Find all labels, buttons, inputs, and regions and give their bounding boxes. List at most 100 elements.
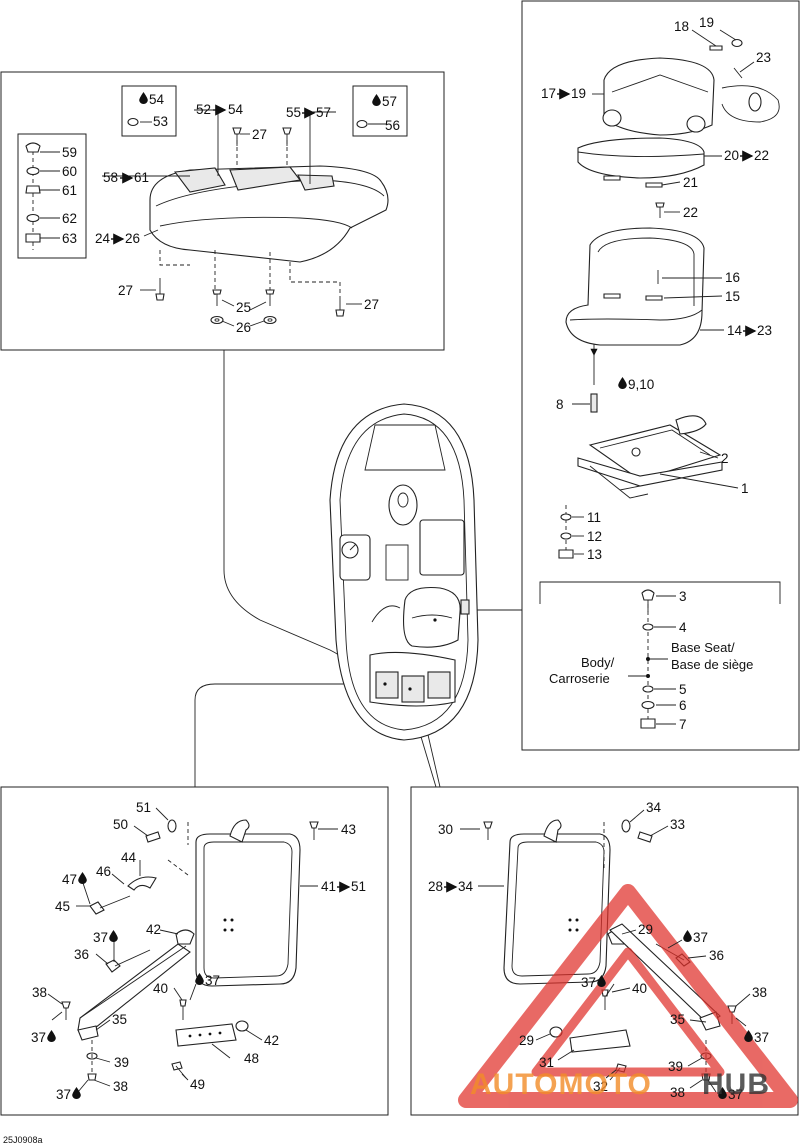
callout-9-10: 9,10 — [628, 377, 654, 392]
body-label-en: Body/ — [581, 655, 615, 670]
callout-31: 31 — [539, 1055, 554, 1070]
callout-47: 47 — [62, 872, 77, 887]
callout-28-to: 34 — [458, 879, 474, 894]
right-backrest-hardware — [483, 819, 737, 1081]
bottom-hardware — [155, 278, 345, 325]
callout-16: 16 — [725, 270, 740, 285]
callout-50: 50 — [113, 817, 128, 832]
callout-8: 8 — [556, 397, 564, 412]
left-backrest-labels: 51 50 43 44 46 47 45 41 51 42 37 36 40 3… — [31, 800, 366, 1102]
seat-base-panel — [521, 0, 800, 751]
base-seat-label-en: Base Seat/ — [671, 640, 735, 655]
callout-37-d: 37 — [56, 1087, 71, 1102]
callout-32: 32 — [593, 1079, 608, 1094]
seat-cushion-bottom — [577, 137, 705, 218]
callout-35: 35 — [112, 1012, 127, 1027]
body-label-fr: Carroserie — [549, 671, 610, 686]
callout-36: 36 — [74, 947, 89, 962]
watermark-word-1: AUTOMOTO — [470, 1068, 652, 1101]
left-backrest — [167, 819, 301, 987]
callout-4: 4 — [679, 620, 687, 635]
callout-41: 41 — [321, 879, 336, 894]
callout-49: 49 — [190, 1077, 205, 1092]
callout-44: 44 — [121, 850, 137, 865]
callout-36-right: 36 — [709, 948, 724, 963]
callout-23: 23 — [756, 50, 771, 65]
callout-52-to: 54 — [228, 102, 244, 117]
callout-46: 46 — [96, 864, 111, 879]
callout-59: 59 — [62, 145, 77, 160]
callout-55: 55 — [286, 105, 301, 120]
callout-58: 58 — [103, 170, 118, 185]
callout-38-right-top: 38 — [752, 985, 767, 1000]
right-backrest-labels: 34 30 33 28 34 29 37 36 37 40 38 35 37 2… — [428, 800, 769, 1102]
callout-18: 18 — [674, 19, 689, 34]
hardware-box-59-63 — [17, 133, 87, 259]
callout-35-right: 35 — [670, 1012, 685, 1027]
callout-53: 53 — [153, 114, 168, 129]
callout-37-c: 37 — [31, 1030, 46, 1045]
callout-20: 20 — [724, 148, 739, 163]
callout-25: 25 — [236, 300, 251, 315]
left-backrest-hardware — [61, 819, 319, 1081]
seat-cushion-top — [602, 38, 780, 136]
rear-bench-assembly — [149, 140, 389, 296]
reference-code: 25J0908a — [3, 1135, 43, 1145]
nut-56 — [356, 119, 368, 129]
rear-bench-panel — [0, 71, 445, 351]
right-backrest — [503, 819, 611, 985]
callout-29-top: 29 — [638, 922, 653, 937]
callout-14-to: 23 — [757, 323, 772, 338]
callout-40: 40 — [153, 981, 168, 996]
callout-22: 22 — [683, 205, 698, 220]
slide-rail-assembly — [577, 393, 723, 499]
callout-39: 39 — [114, 1055, 129, 1070]
callout-37-h: 37 — [728, 1087, 743, 1102]
callout-42-top: 42 — [146, 922, 161, 937]
callout-57: 57 — [382, 94, 397, 109]
hardware-stack-59-63 — [25, 142, 41, 250]
callout-51: 51 — [136, 800, 151, 815]
callout-45: 45 — [55, 899, 70, 914]
callout-11: 11 — [587, 510, 601, 525]
callout-41-to: 51 — [351, 879, 366, 894]
seat-base-labels: 18 19 23 17 19 20 22 21 22 16 15 14 23 8… — [541, 15, 772, 732]
callout-21: 21 — [683, 175, 698, 190]
callout-62: 62 — [62, 211, 77, 226]
callout-37-b: 37 — [205, 973, 220, 988]
callout-56: 56 — [385, 118, 400, 133]
callout-37-e: 37 — [693, 930, 708, 945]
callout-39-right: 39 — [668, 1059, 683, 1074]
hardware-stack-3-7 — [640, 589, 656, 729]
callout-37-f: 37 — [581, 975, 596, 990]
bolt-27-top — [232, 127, 292, 146]
callout-63: 63 — [62, 231, 77, 246]
callout-29-bottom: 29 — [519, 1033, 534, 1048]
callout-3: 3 — [679, 589, 687, 604]
rail-hardware-11-13 — [558, 505, 574, 560]
nut-53 — [127, 117, 139, 127]
callout-17: 17 — [541, 86, 556, 101]
callout-38-bottom: 38 — [113, 1079, 128, 1094]
callout-15: 15 — [725, 289, 740, 304]
watermark-logo — [458, 884, 798, 1108]
callout-26: 26 — [236, 320, 251, 335]
callout-6: 6 — [679, 698, 687, 713]
callout-20-to: 22 — [754, 148, 769, 163]
callout-2: 2 — [721, 451, 729, 466]
callout-24-to: 26 — [125, 231, 140, 246]
callout-19: 19 — [699, 15, 714, 30]
left-backrest-panel — [0, 786, 389, 1116]
callout-13: 13 — [587, 547, 602, 562]
hardware-box-53-54 — [121, 85, 177, 137]
callout-7: 7 — [679, 717, 687, 732]
watermark-word-2: HUB — [702, 1068, 770, 1101]
callout-38-top: 38 — [32, 985, 47, 1000]
seat-shell — [565, 227, 705, 385]
callout-37-g: 37 — [754, 1030, 769, 1045]
callout-54: 54 — [149, 92, 165, 107]
callout-28: 28 — [428, 879, 443, 894]
callout-27-left: 27 — [118, 283, 133, 298]
callout-14: 14 — [727, 323, 743, 338]
